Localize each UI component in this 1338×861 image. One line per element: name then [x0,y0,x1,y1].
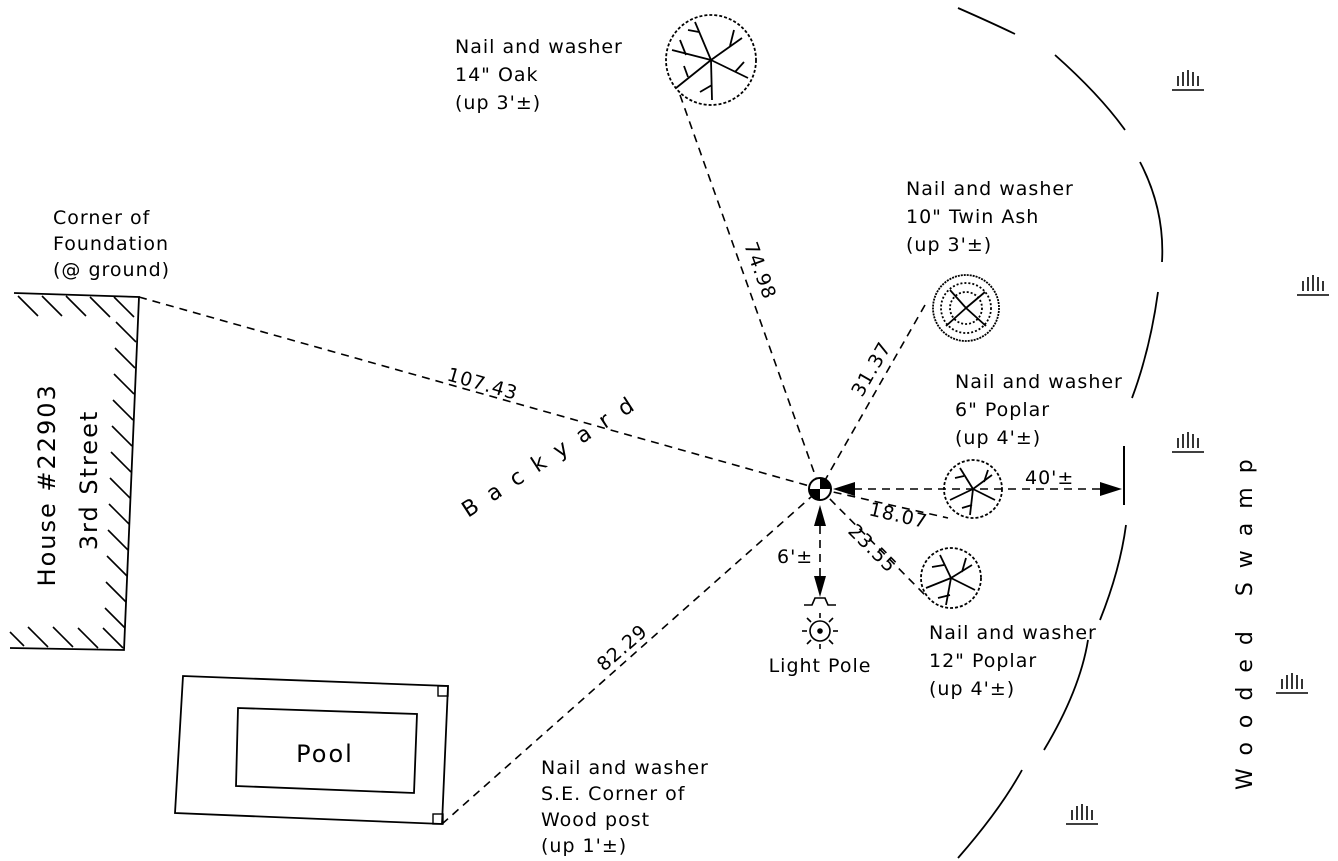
poplar12-note-line3: (up 4'±) [929,678,1015,700]
light-pole-label: Light Pole [769,655,872,677]
marsh-icon [1276,673,1308,694]
post-note-line2: S.E. Corner of [541,783,686,805]
line-to-poplar6 [819,488,949,519]
poplar-12-tree-icon [920,547,982,609]
post-note: Nail and washer S.E. Corner of Wood post… [541,757,716,857]
poplar6-note-line2: 6" Poplar [955,399,1050,421]
house-line2: 3rd Street [75,410,103,551]
house-outline [9,292,140,651]
distance-post: 82.29 [593,620,652,676]
measurement-lines [138,94,1100,825]
distance-oak: 74.98 [739,239,780,302]
distance-foundation: 107.43 [445,364,521,405]
oak-note-line2: 14" Oak [455,64,539,86]
poplar6-note-line3: (up 4'±) [955,427,1041,449]
house-label: House #22903 3rd Street [33,374,103,587]
marsh-icon [1172,70,1204,91]
line-to-poplar12 [819,488,926,596]
poplar12-note-line1: Nail and washer [929,622,1097,644]
line-to-post [441,488,821,825]
post-note-line1: Nail and washer [541,757,709,779]
poplar12-note-line2: 12" Poplar [929,650,1037,672]
pool-label: Pool [296,740,354,768]
arrowheads [814,482,1122,597]
poplar6-note-line1: Nail and washer [955,371,1123,393]
ash-tree-icon [932,274,1000,342]
poplar12-note: Nail and washer 12" Poplar (up 4'±) [929,622,1104,700]
marsh-icon [1066,804,1098,825]
oak-tree-icon [665,14,757,106]
foundation-note-line1: Corner of [53,207,151,229]
backyard-label: Backyard [458,386,651,523]
swamp-label: Wooded Swamp [1233,445,1258,790]
oak-note-line3: (up 3'±) [455,92,541,114]
distance-poplar6: 18.07 [867,498,930,533]
ash-note: Nail and washer 10" Twin Ash (up 3'±) [906,178,1081,256]
line-to-oak [679,94,821,490]
marsh-symbols [1066,70,1329,825]
light-pole-icon [802,597,838,649]
line-to-foundation [138,296,821,490]
marsh-icon [1172,432,1204,453]
foundation-note-line3: (@ ground) [53,259,170,281]
poplar-6-tree-icon [943,459,1003,519]
oak-note: Nail and washer 14" Oak (up 3'±) [455,36,630,114]
poplar6-note: Nail and washer 6" Poplar (up 4'±) [955,371,1130,449]
ash-note-line2: 10" Twin Ash [906,206,1039,228]
oak-note-line1: Nail and washer [455,36,623,58]
line-to-ash [819,304,926,490]
distance-poplar12: 23.55 [843,520,901,578]
marsh-icon [1297,275,1329,296]
distance-swamp: 40'± [1025,467,1074,489]
ash-note-line1: Nail and washer [906,178,1074,200]
distance-light-pole: 6'± [777,546,813,568]
ash-note-line3: (up 3'±) [906,234,992,256]
swamp-boundary [957,7,1164,859]
post-note-line4: (up 1'±) [541,835,627,857]
house-line1: House #22903 [33,383,61,586]
foundation-note: Corner of Foundation (@ ground) [53,207,176,281]
control-point-icon [808,477,832,501]
post-note-line3: Wood post [541,809,650,831]
foundation-note-line2: Foundation [53,233,169,255]
